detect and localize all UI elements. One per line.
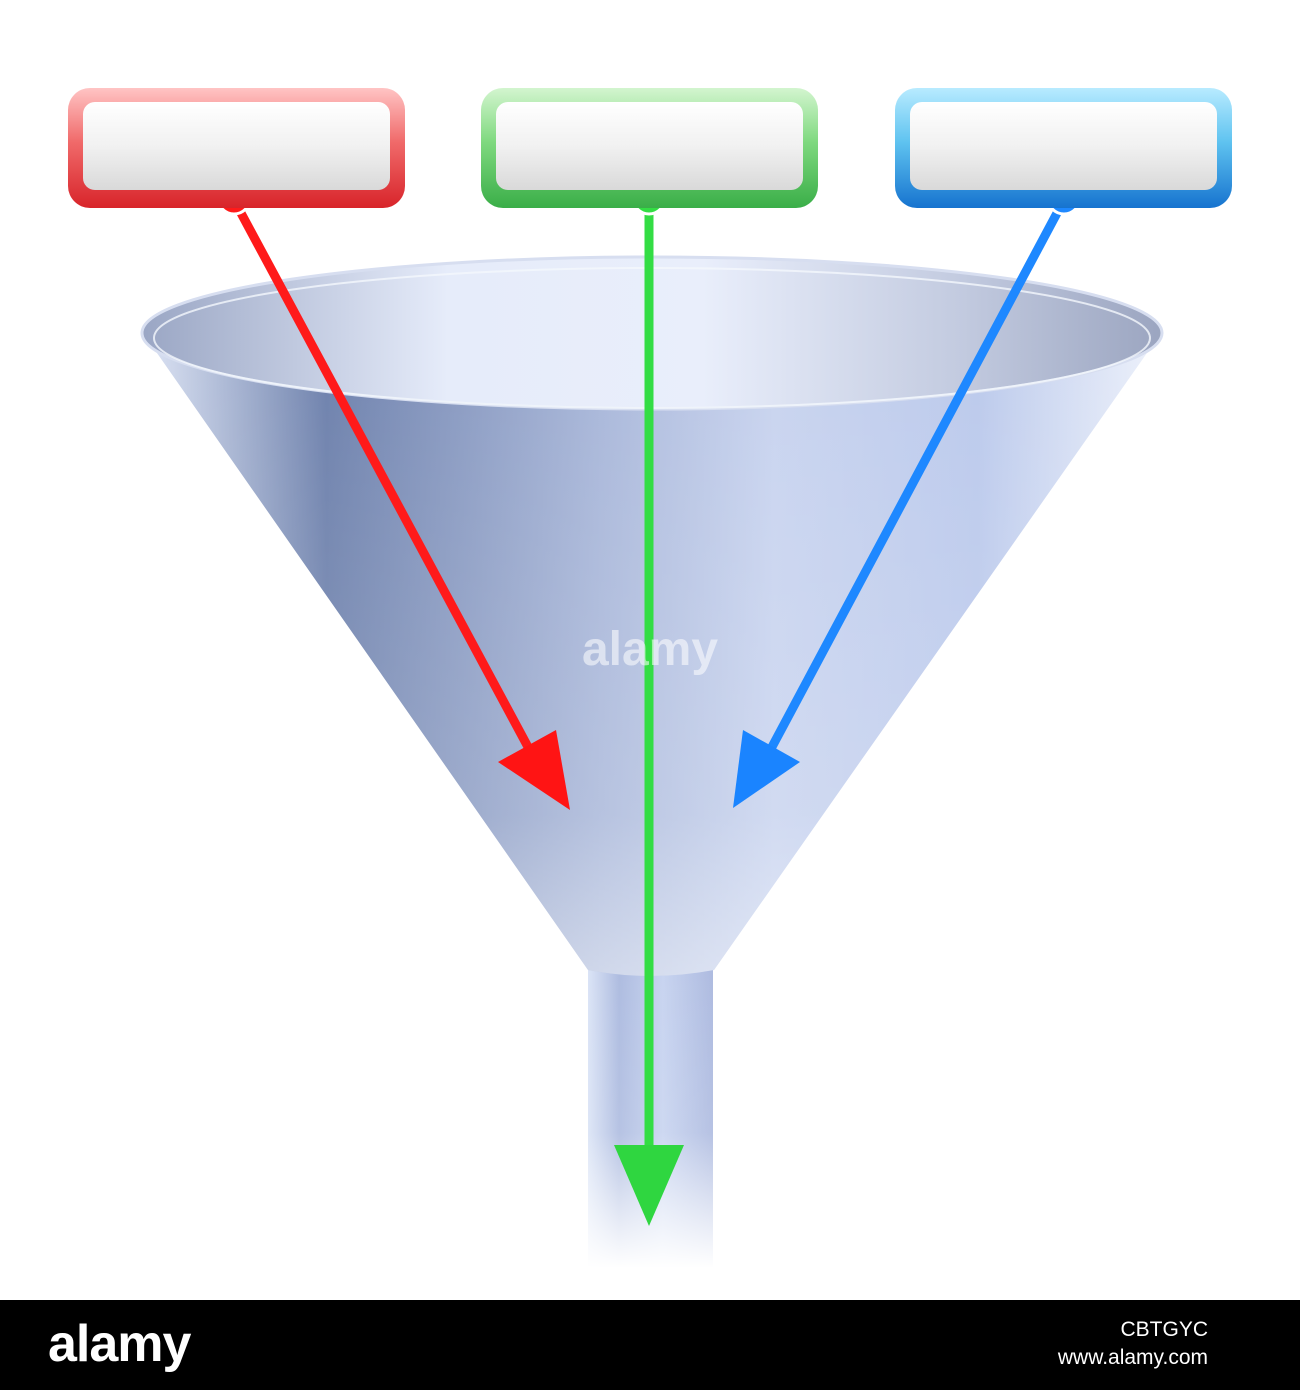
arrows (216, 180, 1082, 1226)
blue-arrow-shaft (761, 197, 1068, 763)
label-boxes (68, 88, 1232, 208)
blue-arrow-head (733, 730, 800, 808)
red-arrow-head (498, 730, 570, 810)
footer-bar: alamy CBTGYC www.alamy.com (0, 1300, 1300, 1390)
image-id-label: CBTGYC (1120, 1318, 1208, 1341)
blue-label-box[interactable] (895, 88, 1232, 208)
site-url-label: www.alamy.com (1057, 1346, 1208, 1369)
green-arrow-head (614, 1145, 684, 1226)
watermark-text: alamy (582, 623, 718, 676)
funnel-diagram: alamy (68, 88, 1232, 1268)
green-label-box[interactable] (481, 88, 818, 208)
red-arrow-shaft (230, 197, 539, 763)
red-label-box[interactable] (68, 88, 405, 208)
alamy-logo: alamy (48, 1315, 191, 1373)
